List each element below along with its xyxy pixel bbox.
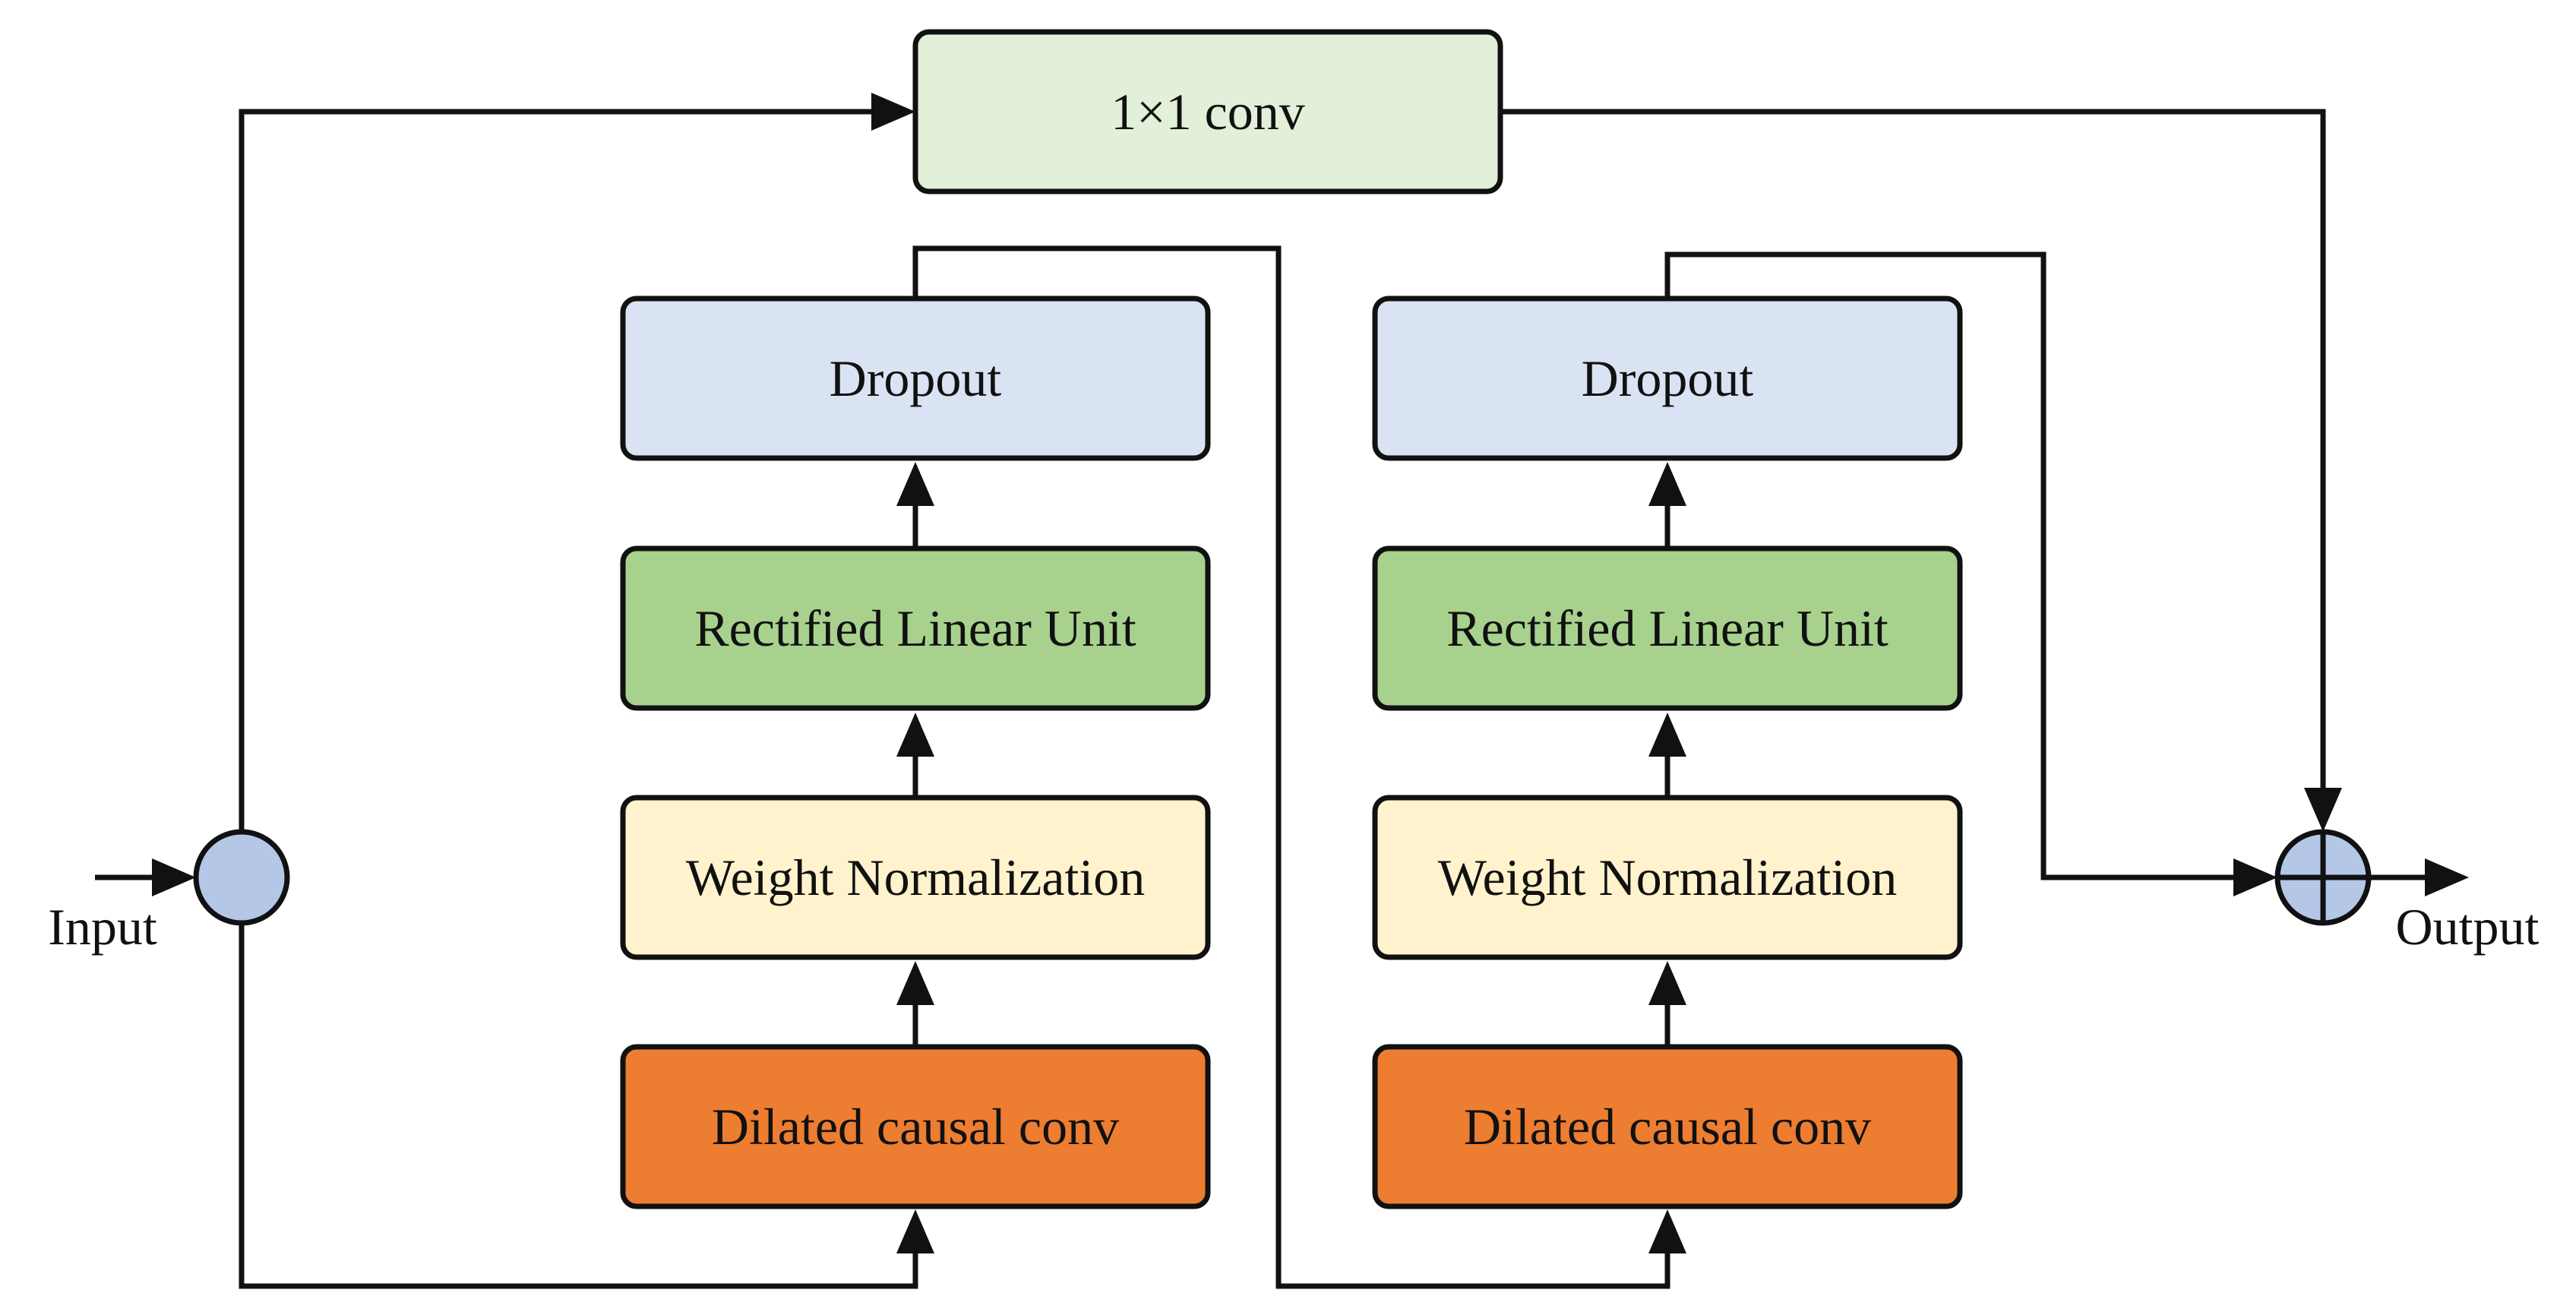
block2-relu-rect xyxy=(1372,545,1963,711)
block1-weight-norm-rect xyxy=(620,795,1211,960)
edge-block2-to-sum xyxy=(1664,251,2237,880)
block1-dropout-rect xyxy=(620,296,1211,461)
block1-dropout-label: Dropout xyxy=(830,349,1002,407)
main-edge-to-block1 xyxy=(239,923,918,1289)
block2-arrowhead-wn xyxy=(1648,961,1686,1005)
sum-node xyxy=(2274,829,2372,926)
block1-weight-norm-box: Weight Normalization xyxy=(620,795,1211,960)
skip-edge-to-sum xyxy=(1500,109,2326,790)
conv-1x1-label: 1×1 conv xyxy=(1111,83,1305,141)
block1-relu-rect xyxy=(620,545,1211,711)
input-label: Input xyxy=(48,898,157,956)
block1-arrowhead-relu xyxy=(896,713,934,757)
block2-dilated-conv-rect xyxy=(1372,1044,1963,1209)
block1-dilated-conv-box: Dilated causal conv xyxy=(620,1044,1211,1209)
output-label: Output xyxy=(2396,898,2540,956)
block2-dilated-conv-label: Dilated causal conv xyxy=(1464,1098,1871,1155)
skip-arrowhead-1x1-conv xyxy=(871,93,915,131)
block2-dropout-rect xyxy=(1372,296,1963,461)
block2-input-arrowhead xyxy=(1648,1209,1686,1253)
output-arrowhead xyxy=(2425,858,2469,896)
conv-1x1-box: 1×1 conv xyxy=(912,29,1503,194)
block2-weight-norm-label: Weight Normalization xyxy=(1438,849,1897,906)
sum-plus-icon xyxy=(2277,832,2369,923)
block2-dropout-label: Dropout xyxy=(1582,349,1754,407)
block2-weight-norm-rect xyxy=(1372,795,1963,960)
sum-input-arrowhead xyxy=(2233,858,2277,896)
block1-relu-label: Rectified Linear Unit xyxy=(694,599,1136,657)
skip-arrowhead-sum xyxy=(2304,788,2342,832)
block1-arrowhead-dropout xyxy=(896,462,934,506)
skip-edge-to-1x1-conv xyxy=(239,109,881,832)
block2-dilated-conv-box: Dilated causal conv xyxy=(1372,1044,1963,1209)
block2-arrowhead-relu xyxy=(1648,713,1686,757)
block2-weight-norm-box: Weight Normalization xyxy=(1372,795,1963,960)
edge-block1-to-block2 xyxy=(912,245,1670,1289)
block1-arrowhead-wn xyxy=(896,961,934,1005)
input-arrowhead xyxy=(152,858,196,896)
block1-dilated-conv-label: Dilated causal conv xyxy=(712,1098,1119,1155)
block1-input-arrowhead xyxy=(896,1209,934,1253)
split-node xyxy=(193,829,290,926)
block1-weight-norm-label: Weight Normalization xyxy=(686,849,1145,906)
block1-dropout-box: Dropout xyxy=(620,296,1211,461)
block1-relu-box: Rectified Linear Unit xyxy=(620,545,1211,711)
block2-relu-label: Rectified Linear Unit xyxy=(1446,599,1889,657)
block1-dilated-conv-rect xyxy=(620,1044,1211,1209)
block2-arrowhead-dropout xyxy=(1648,462,1686,506)
block2-relu-box: Rectified Linear Unit xyxy=(1372,545,1963,711)
block2-dropout-box: Dropout xyxy=(1372,296,1963,461)
conv-1x1-rect xyxy=(912,29,1503,194)
